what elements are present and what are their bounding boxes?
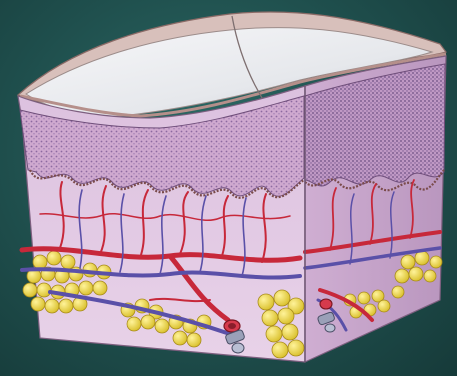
illustration-canvas bbox=[0, 0, 457, 376]
skin-block-illustration bbox=[0, 0, 457, 376]
